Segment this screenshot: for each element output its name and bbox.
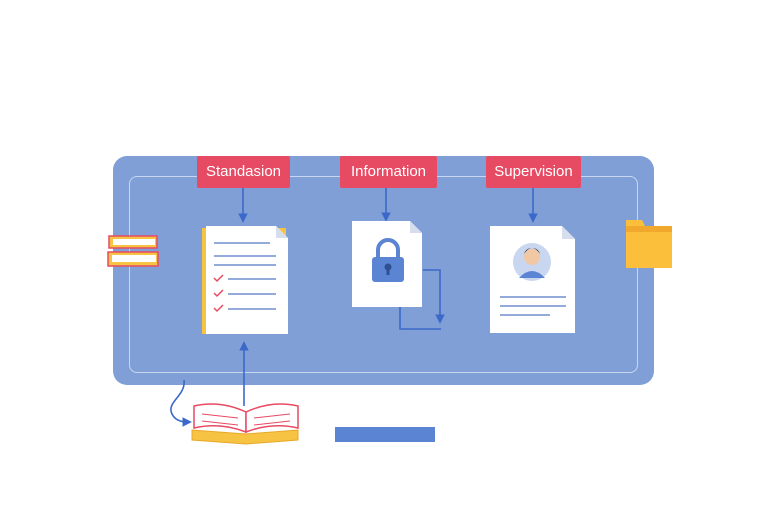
open-book-icon — [191, 403, 299, 445]
standardization-tag: Standasion — [197, 156, 290, 188]
lock-document-icon — [352, 221, 422, 307]
supervision-tag: Supervision — [486, 156, 581, 188]
arrow-lock-loop — [399, 307, 441, 330]
arrow-curved-into-book — [170, 379, 192, 427]
checklist-document-icon — [202, 226, 288, 334]
profile-document-icon — [490, 226, 575, 333]
stacked-books-icon — [107, 235, 159, 267]
folder-icon — [626, 220, 672, 268]
arrow-lock-down — [423, 269, 445, 324]
progress-bar — [335, 427, 435, 442]
information-tag: Information — [340, 156, 437, 188]
